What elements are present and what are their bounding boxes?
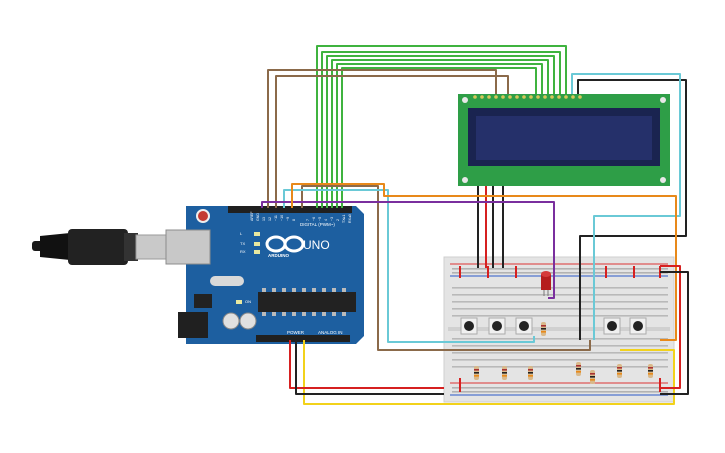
arduino-uno-board: L TX RX ON UNO ARDUINO DIGITAL (PWM~) PO… (165, 206, 364, 344)
wire-green-1 (316, 45, 567, 208)
wire-black-lcd-top (577, 79, 687, 340)
pin-10-label: ~10 (280, 215, 284, 221)
pin-13-label: 13 (262, 217, 266, 221)
crystal (210, 276, 244, 286)
usb-port (165, 229, 211, 265)
regulator (194, 294, 212, 308)
lcd-screen (476, 116, 652, 160)
pin-aref-label: AREF (250, 211, 254, 221)
digital-header (228, 206, 352, 213)
wire-orange (291, 183, 677, 341)
wire-green-6 (341, 67, 537, 208)
analog-label: ANALOG IN (318, 330, 343, 335)
pin-7-label: 7 (306, 219, 310, 221)
wire-green-2 (321, 51, 561, 208)
breadboard (443, 256, 675, 403)
resistor-7 (617, 364, 622, 378)
microcontroller-chip (258, 292, 356, 312)
wire-red-power (289, 340, 444, 389)
on-led (236, 300, 242, 304)
power-jack (178, 312, 208, 338)
pin-gnd-label: GND (256, 213, 260, 221)
wire-black-right (660, 271, 689, 395)
tx-label: TX (240, 241, 245, 246)
capacitor-2 (239, 312, 257, 330)
wire-green-3 (326, 55, 555, 208)
wire-black-ground (295, 340, 444, 395)
red-led (541, 271, 551, 296)
l-led (254, 232, 260, 236)
power-analog-header (256, 335, 350, 342)
wire-purple (261, 201, 555, 299)
pin-5-label: ~5 (318, 217, 322, 221)
wire-brown-1 (267, 69, 497, 208)
pin-9-label: ~9 (286, 217, 290, 221)
resistor-3 (528, 366, 533, 380)
resistor-4 (541, 322, 546, 336)
pin-3-label: ~3 (330, 217, 334, 221)
push-button-1 (460, 317, 478, 335)
resistor-1 (474, 366, 479, 380)
resistor-6 (590, 370, 595, 384)
l-label: L (240, 231, 243, 236)
wire-green-4 (331, 59, 549, 208)
pin-12-label: 12 (268, 217, 272, 221)
tx-led (254, 242, 260, 246)
power-label: POWER (287, 330, 305, 335)
wire-red-right (660, 265, 681, 389)
wires (261, 45, 689, 405)
uno-label: UNO (303, 238, 330, 252)
wire-brown-2 (275, 75, 509, 208)
pin-6-label: ~6 (312, 217, 316, 221)
capacitor-1 (222, 312, 240, 330)
digital-label: DIGITAL (PWM~) (300, 222, 335, 227)
arduino-logo-icon (265, 235, 305, 253)
pin-11-label: ~11 (274, 215, 278, 221)
usb-cable (32, 229, 167, 265)
push-button-5 (629, 317, 647, 335)
wire-cyan-2 (283, 189, 535, 343)
pin-rx0-label: RX◂0 (348, 214, 352, 223)
reset-button (196, 209, 210, 223)
rx-led (254, 250, 260, 254)
pin-8-label: 8 (292, 219, 296, 221)
wire-yellow (303, 340, 675, 405)
push-button-4 (603, 317, 621, 335)
rx-label: RX (240, 249, 246, 254)
pin-2-label: 2 (336, 219, 340, 221)
pin-4-label: 4 (324, 219, 328, 221)
push-button-3 (515, 317, 533, 335)
pin-tx1-label: TX▸1 (342, 215, 346, 223)
resistor-5 (576, 362, 581, 376)
wire-cyan-1 (571, 73, 681, 340)
resistor-8 (648, 364, 653, 378)
arduino-brand-label: ARDUINO (268, 253, 289, 258)
lcd-module (458, 94, 670, 186)
wire-green-5 (336, 63, 543, 208)
push-button-2 (488, 317, 506, 335)
resistor-2 (502, 366, 507, 380)
on-label: ON (245, 299, 251, 304)
